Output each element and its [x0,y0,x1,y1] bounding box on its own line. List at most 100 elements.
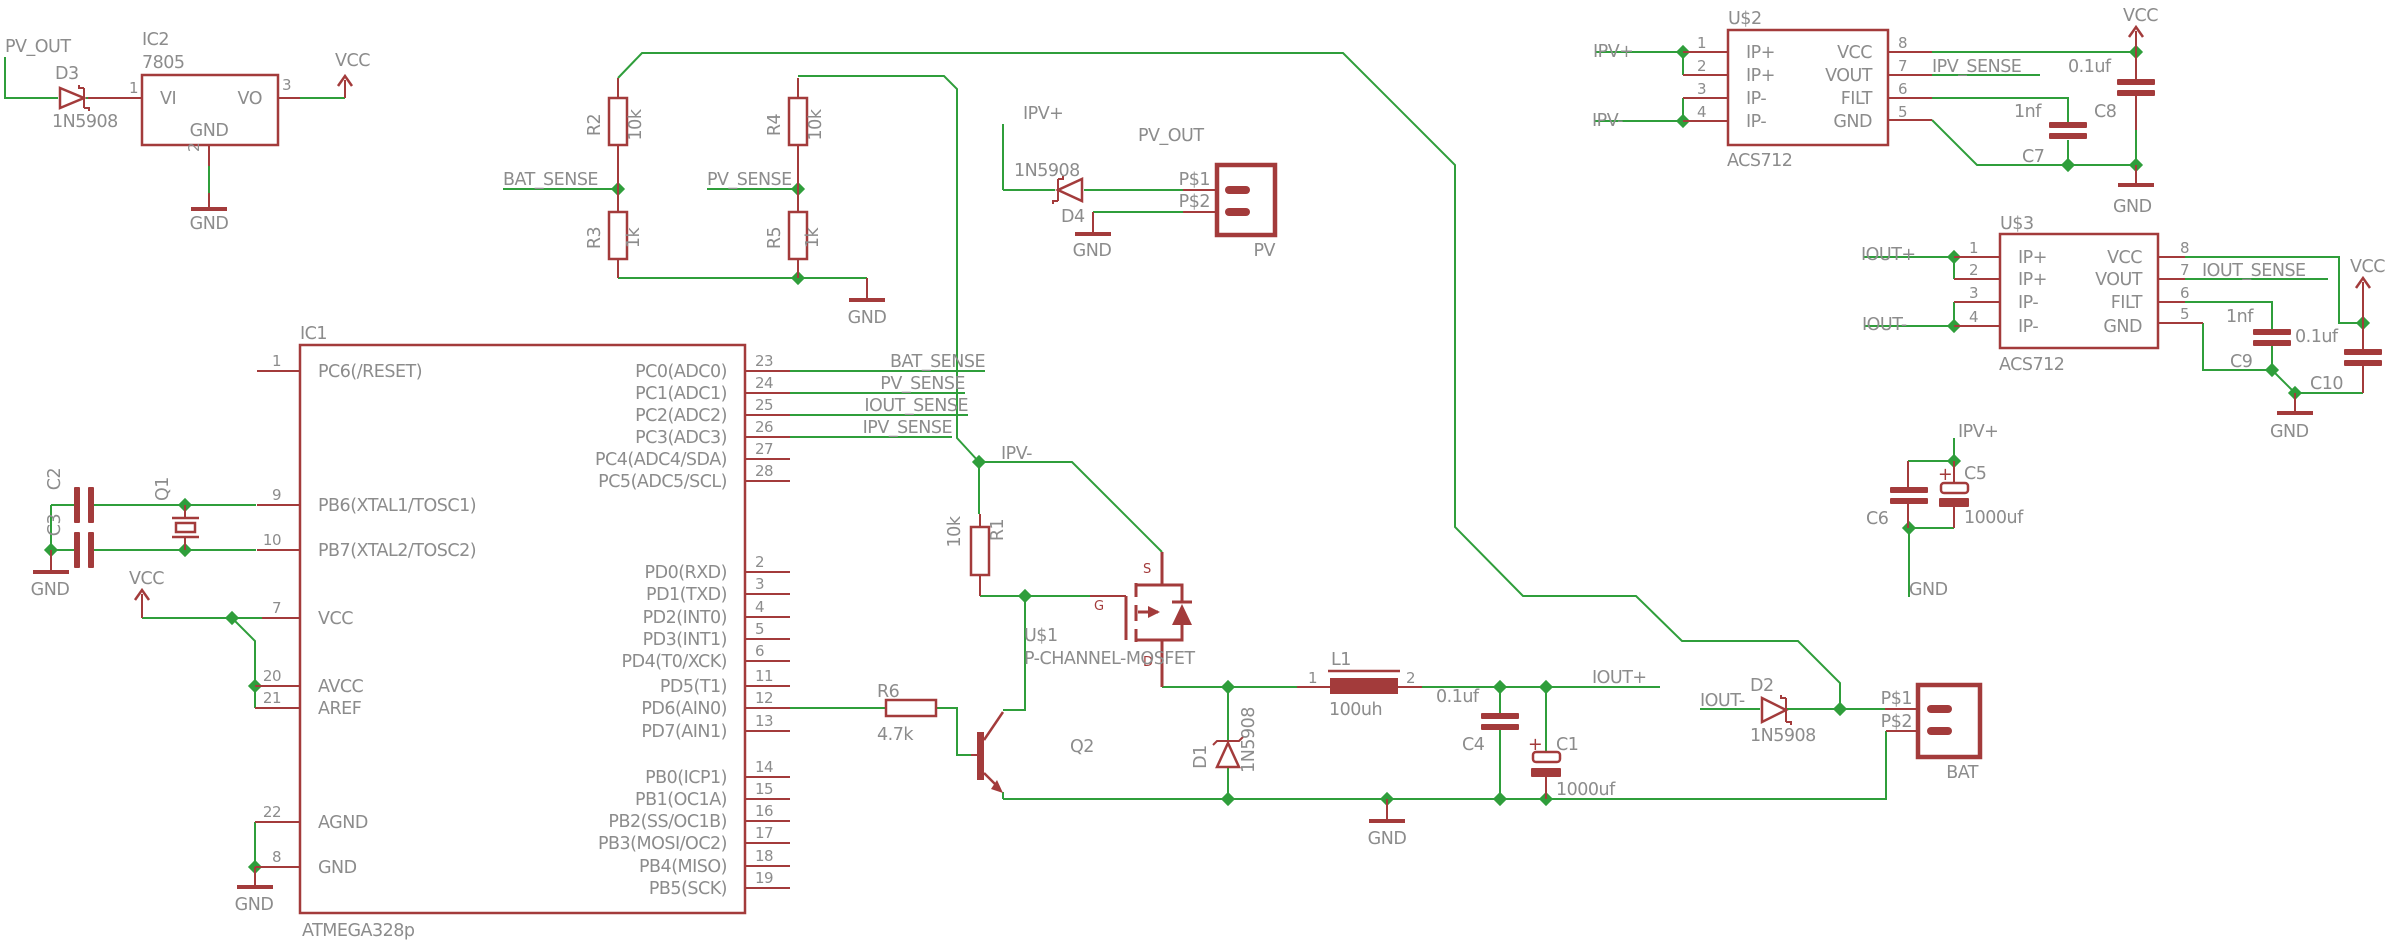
ic1-pin-num: 7 [272,599,281,617]
u3-pin-gnd: GND [2103,317,2142,337]
d4-value-label: 1N5908 [1014,161,1080,181]
vcc-label: VCC [129,569,164,589]
gnd-symbol-u2: GND [2113,165,2154,217]
net-label-bat-sense: BAT_SENSE [503,170,598,190]
sense-dividers: R2 10k BAT_SENSE R3 1k R4 10k PV_SENSE R… [503,78,887,328]
c10-value-label: 0.1uf [2295,327,2339,347]
net-label-ipv-minus-u2: IPV- [1592,111,1623,131]
ic1-pin-name: PD7(AIN1) [641,722,727,742]
ic1-pin-num: 14 [755,758,773,776]
ic1-pin-name: PC1(ADC1) [635,384,727,404]
ic1-pin-name: PD3(INT1) [643,630,727,650]
ic1-pin-name: PB4(MISO) [639,857,727,877]
u2-pin-ip3: IP- [1746,89,1766,109]
u3-pin7-number: 7 [2180,261,2189,279]
transistor-q2: Q2 [971,711,1094,793]
ic1-pin-name: PC0(ADC0) [635,362,727,382]
vcc-symbol-ic1: VCC [129,569,165,618]
ic1-pin-name: PD4(T0/XCK) [622,652,727,672]
u3-pin3-number: 3 [1969,284,1978,302]
c7-name-label: C7 [2022,147,2044,167]
c9-name-label: C9 [2230,352,2252,372]
ic1-pin-name: PB7(XTAL2/TOSC2) [318,541,476,561]
vcc-symbol-u2: VCC [2123,6,2159,52]
u3-pin4-number: 4 [1969,308,1978,326]
ic1-pin-num: 6 [755,642,764,660]
net-label-pv-out: PV_OUT [5,37,71,57]
d3-name-label: D3 [55,64,79,84]
u2-pin7-number: 7 [1898,57,1907,75]
u3-pin8-number: 8 [2180,239,2189,257]
gnd-label: GND [31,580,70,600]
gnd-symbol-ic1: GND [235,867,274,915]
gnd-symbol-u3: GND [2270,393,2313,442]
regulator-ic2: PV_OUT D3 1N5908 IC2 7805 VI VO GND 1 3 … [5,30,371,234]
inductor-l1: L1 100uh 1 2 [1297,650,1422,720]
c5-name-label: C5 [1964,464,1986,484]
c8-value-label: 0.1uf [2068,57,2112,77]
capacitor-c10: 0.1uf C10 [2295,323,2382,394]
diode-d2: D2 1N5908 [1750,676,1816,746]
ic1-pin-num: 19 [755,869,773,887]
c1-value-label: 1000uf [1556,780,1616,800]
switching-stage: IPV- 10k R1 S G D U$1 [877,444,1196,793]
ic1-pin-num: 15 [755,780,773,798]
ic1-value-label: ATMEGA328p [302,921,415,941]
ic1-pin-name: AREF [318,699,362,719]
ic1-pin-num: 5 [755,620,764,638]
ic1-pin-name: PB3(MOSI/OC2) [598,834,727,854]
u3-pin-ip3: IP- [2018,293,2038,313]
c1-plus-sign: + [1528,735,1542,755]
ic1-pin-num: 28 [755,462,773,480]
ic1-pin-name: GND [318,858,357,878]
r3-value-label: 1k [624,227,644,249]
diode-d4: 1N5908 D4 [1014,161,1085,227]
ic1-pin-num: 2 [755,553,764,571]
u3-name-label: U$3 [2000,214,2034,234]
vcc-symbol-u3: VCC [2350,257,2386,323]
u2-pin-ip2: IP+ [1746,66,1775,86]
ic1-pin-name: PD5(T1) [660,677,727,697]
ic1-pin-num: 3 [755,575,764,593]
r4-value-label: 10k [806,108,826,140]
ic2-pin-gnd: GND [190,121,229,141]
u2-pin6-number: 6 [1898,80,1907,98]
bulk-capacitors: IPV+ C6 + C5 1000uf GND [1866,422,2025,600]
mosfet-pin-d: D [1143,655,1153,670]
ic1-right-pins: 23 24 25 26 27 28 2 3 4 5 6 11 12 13 14 … [595,352,790,899]
ic1-pin-num: 18 [755,847,773,865]
u2-pin-ip1: IP+ [1746,43,1775,63]
ic1-pin-num: 8 [272,848,281,866]
crystal-q1: Q1 [153,477,199,550]
d3-value-label: 1N5908 [52,112,118,132]
ic1-pin-num: 20 [263,667,281,685]
net-label-iout-sense-u3: IOUT_SENSE [2202,261,2306,281]
current-sensor-u3: IOUT+ IOUT- U$3 ACS712 IP+ IP+ IP- IP- V… [1861,214,2386,442]
u2-pin2-number: 2 [1697,57,1706,75]
net-label-pv-sense-ic1: PV_SENSE [880,374,965,394]
d2-value-label: 1N5908 [1750,726,1816,746]
ic1-pin-name: PD2(INT0) [643,608,727,628]
mosfet-pin-g: G [1094,599,1104,614]
ic1-pin-name: PD1(TXD) [646,585,727,605]
ic1-pin-num: 11 [755,667,773,685]
r2-value-label: 10k [626,108,646,140]
ic1-pin-num: 27 [755,440,773,458]
vcc-label: VCC [335,51,370,71]
net-label-ipv-sense-ic1: IPV_SENSE [863,418,952,438]
gnd-symbol-bus: GND [1368,799,1407,849]
ic1-pin-name: PC4(ADC4/SDA) [595,450,727,470]
gnd-label: GND [1073,241,1112,261]
q2-name-label: Q2 [1070,737,1094,757]
capacitor-c2: C2 [45,468,94,523]
ic2-pin-vi: VI [160,89,176,109]
c4-value-label: 0.1uf [1436,687,1480,707]
u3-pin-ip4: IP- [2018,317,2038,337]
u3-pin5-number: 5 [2180,305,2189,323]
d1-name-label: D1 [1191,745,1211,769]
mosfet-pin-s: S [1143,562,1151,577]
u2-pin-gnd: GND [1833,112,1872,132]
pv-p1-label: P$1 [1179,170,1210,190]
ic1-pin-name: PB1(OC1A) [635,790,727,810]
